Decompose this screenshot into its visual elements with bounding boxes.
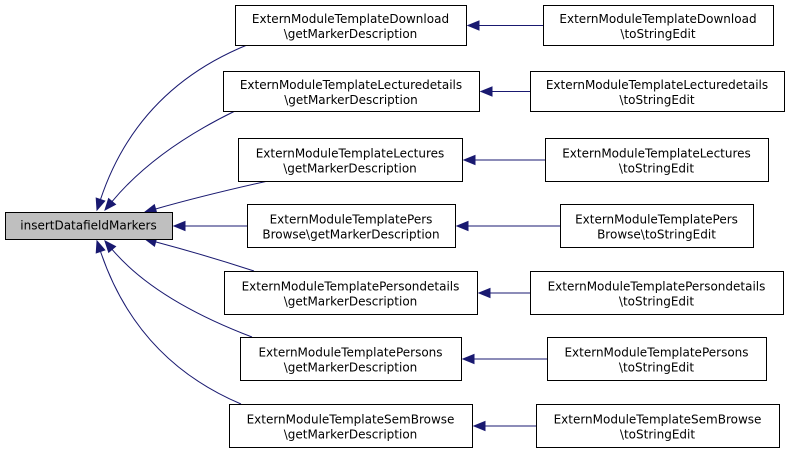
edge-arrowhead-right-6 [461,353,475,365]
caller-of-caller-node-5-label-line-2: \toStringEdit [619,295,694,309]
caller-node-7[interactable]: ExternModuleTemplateSemBrowse\getMarkerD… [229,404,473,448]
root-node-box [5,212,173,240]
caller-of-caller-node-6[interactable]: ExternModuleTemplatePersons\toStringEdit [547,337,767,381]
caller-of-caller-node-7-label-line-1: ExternModuleTemplateSemBrowse [554,413,762,427]
caller-of-caller-node-3-box [545,138,769,182]
edge-arrowhead-root-7 [95,239,106,254]
caller-node-6[interactable]: ExternModuleTemplatePersons\getMarkerDes… [240,337,462,381]
edge-mid-to-root-2 [111,110,236,202]
caller-of-caller-node-5-label-line-1: ExternModuleTemplatePersondetails [548,280,766,294]
caller-node-5-label-line-2: \getMarkerDescription [284,295,418,309]
caller-of-caller-node-1-box [543,5,774,46]
edge-mid-to-root-5 [155,241,255,272]
caller-of-caller-node-2-box [530,71,785,112]
caller-node-2-label-line-2: \getMarkerDescription [284,93,418,107]
caller-of-caller-node-4-label-line-2: Browse\toStringEdit [597,228,716,242]
edge-mid-to-root-7 [100,251,242,405]
caller-of-caller-node-7-label-line-2: \toStringEdit [620,428,695,442]
caller-of-caller-node-5[interactable]: ExternModuleTemplatePersondetails\toStri… [530,271,784,315]
nodes-layer: insertDatafieldMarkersExternModuleTempla… [5,5,785,448]
caller-node-7-box [229,404,473,448]
caller-of-caller-node-3-label-line-2: \toStringEdit [619,162,694,176]
caller-node-2-box [223,71,480,112]
caller-node-3-box [238,138,463,182]
caller-node-3[interactable]: ExternModuleTemplateLectures\getMarkerDe… [238,138,463,182]
caller-node-4-label-line-1: ExternModuleTemplatePers [270,213,433,227]
caller-node-2-label-line-1: ExternModuleTemplateLecturedetails [240,78,462,92]
edge-arrowhead-root-6 [104,239,117,254]
caller-of-caller-node-4-label-line-1: ExternModuleTemplatePers [575,213,738,227]
caller-node-2[interactable]: ExternModuleTemplateLecturedetails\getMa… [223,71,480,112]
caller-node-3-label-line-2: \getMarkerDescription [283,162,417,176]
edge-arrowhead-right-5 [477,287,491,299]
edge-arrowhead-right-7 [472,420,486,432]
caller-of-caller-node-4-box [560,204,754,248]
caller-node-3-label-line-1: ExternModuleTemplateLectures [256,147,445,161]
caller-of-caller-node-1[interactable]: ExternModuleTemplateDownload\toStringEdi… [543,5,774,46]
caller-of-caller-node-2[interactable]: ExternModuleTemplateLecturedetails\toStr… [530,71,785,112]
edge-arrowhead-root-1 [95,197,106,212]
caller-of-caller-node-1-label-line-2: \toStringEdit [620,27,695,41]
edges-layer [95,20,560,432]
caller-node-4-box [247,204,456,248]
edge-arrowhead-root-2 [104,197,117,212]
caller-of-caller-node-5-box [530,271,784,315]
caller-of-caller-node-6-label-line-2: \toStringEdit [619,361,694,375]
caller-node-6-label-line-1: ExternModuleTemplatePersons [258,346,442,360]
caller-node-1-label-line-1: ExternModuleTemplateDownload [252,12,449,26]
caller-of-caller-node-1-label-line-1: ExternModuleTemplateDownload [559,12,756,26]
caller-node-5-box [224,271,478,315]
edge-arrowhead-right-3 [462,154,476,166]
caller-node-5-label-line-1: ExternModuleTemplatePersondetails [242,280,460,294]
caller-node-1-box [235,5,467,46]
edge-mid-to-root-3 [155,180,269,210]
caller-node-6-box [240,337,462,381]
caller-of-caller-node-7-box [536,404,780,448]
caller-node-1-label-line-2: \getMarkerDescription [284,27,418,41]
caller-of-caller-node-3[interactable]: ExternModuleTemplateLectures\toStringEdi… [545,138,769,182]
caller-of-caller-node-2-label-line-1: ExternModuleTemplateLecturedetails [546,78,768,92]
caller-of-caller-node-7[interactable]: ExternModuleTemplateSemBrowse\toStringEd… [536,404,780,448]
caller-of-caller-node-6-label-line-1: ExternModuleTemplatePersons [564,346,748,360]
root-node-label: insertDatafieldMarkers [20,219,157,233]
caller-node-4-label-line-2: Browse\getMarkerDescription [262,228,439,242]
edge-arrowhead-right-2 [479,86,493,97]
caller-of-caller-node-6-box [547,337,767,381]
edge-mid-to-root-1 [100,44,248,200]
caller-node-5[interactable]: ExternModuleTemplatePersondetails\getMar… [224,271,478,315]
caller-node-1[interactable]: ExternModuleTemplateDownload\getMarkerDe… [235,5,467,46]
edge-arrowhead-right-4 [455,220,469,232]
caller-node-7-label-line-2: \getMarkerDescription [284,428,418,442]
caller-of-caller-node-4[interactable]: ExternModuleTemplatePersBrowse\toStringE… [560,204,754,248]
edge-arrowhead-root-4 [172,220,186,232]
edge-arrowhead-right-1 [466,20,480,31]
caller-of-caller-node-3-label-line-1: ExternModuleTemplateLectures [562,147,751,161]
edge-mid-to-root-6 [111,249,253,338]
root-node[interactable]: insertDatafieldMarkers [5,212,173,240]
caller-node-7-label-line-1: ExternModuleTemplateSemBrowse [247,413,455,427]
caller-node-6-label-line-2: \getMarkerDescription [284,361,418,375]
caller-node-4[interactable]: ExternModuleTemplatePersBrowse\getMarker… [247,204,456,248]
caller-of-caller-node-2-label-line-2: \toStringEdit [619,93,694,107]
